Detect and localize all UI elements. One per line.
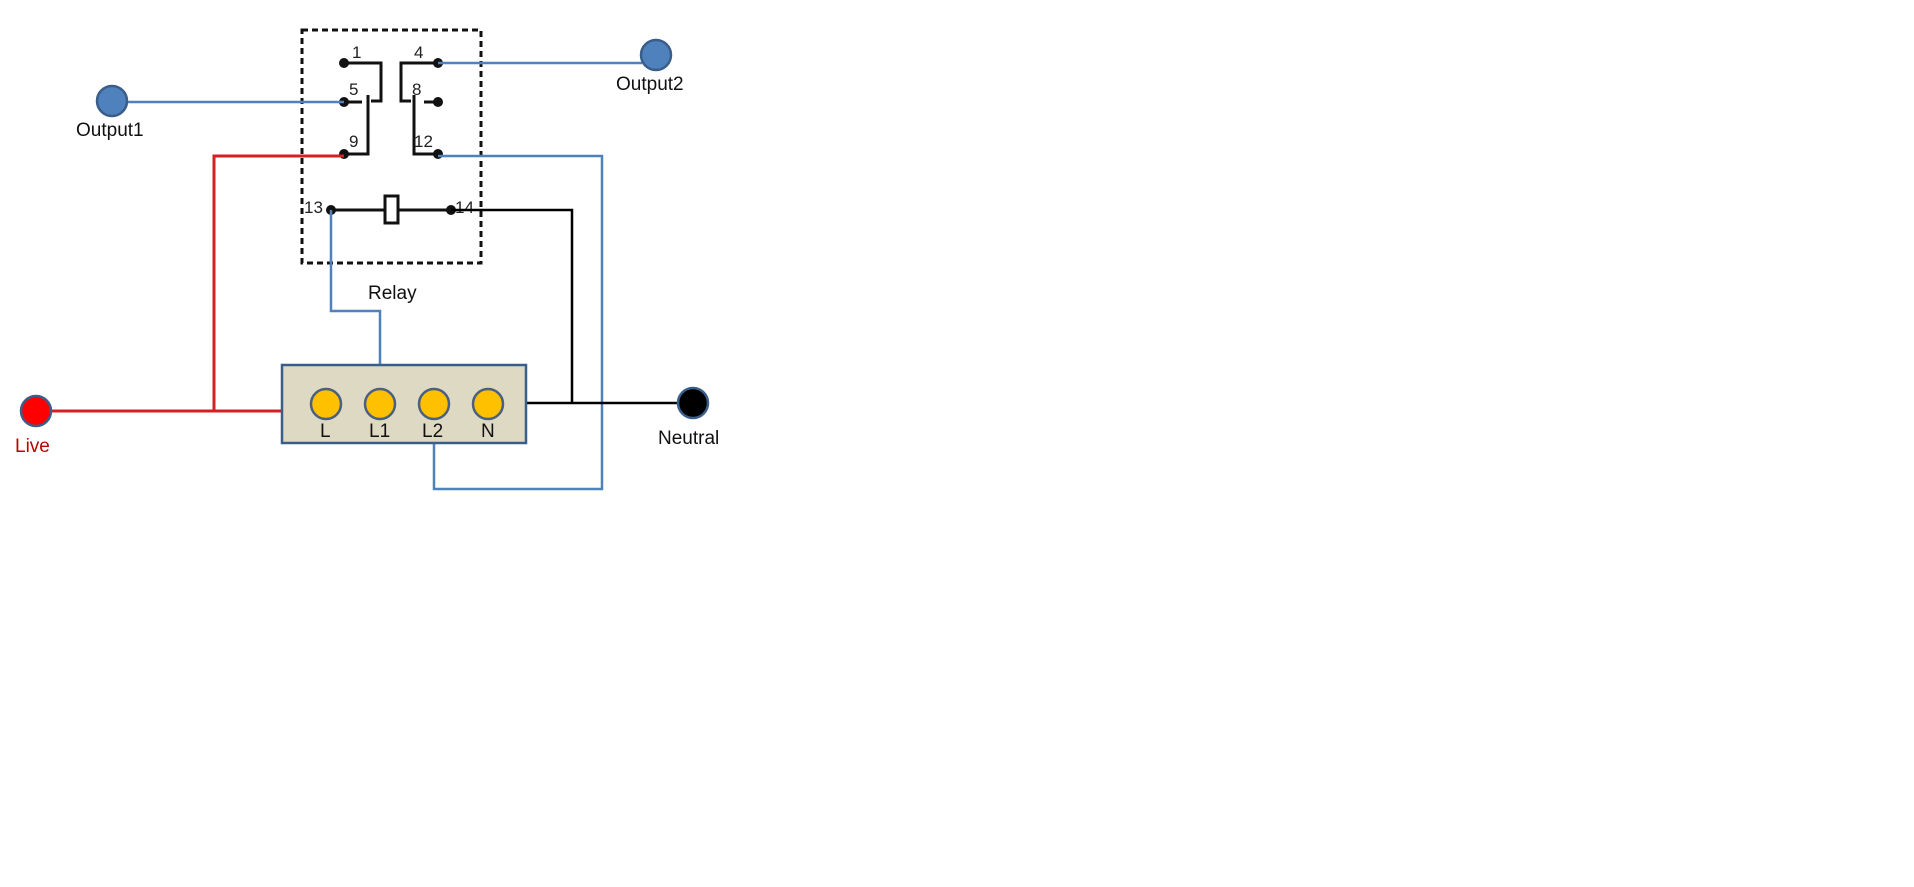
terminal-L2-label: L2 <box>422 421 443 442</box>
live-wires <box>50 154 344 413</box>
pin-1-label: 1 <box>352 43 361 62</box>
terminal-N <box>471 387 505 421</box>
contact-arm-left <box>344 95 370 156</box>
pin12-to-L2-wire <box>432 154 604 491</box>
neutral-wires <box>451 208 678 405</box>
live-label: Live <box>15 436 50 457</box>
relay-enclosure <box>300 28 483 265</box>
terminal-L-label: L <box>320 421 331 442</box>
contact-arm-right <box>412 95 438 156</box>
contact-4-link <box>399 61 438 103</box>
terminal-L1 <box>363 387 397 421</box>
live-node <box>19 394 53 428</box>
pin-8-dot <box>433 97 443 107</box>
pin-9-label: 9 <box>349 132 358 151</box>
pin-13-label: 13 <box>304 198 323 217</box>
pin-12-label: 12 <box>414 132 433 151</box>
coil-symbol <box>383 194 400 225</box>
neutral-label: Neutral <box>658 428 719 449</box>
terminal-L <box>309 387 343 421</box>
output1-label: Output1 <box>76 120 144 141</box>
terminal-block-posts <box>309 387 505 421</box>
relay-contacts <box>331 61 451 212</box>
terminal-N-label: N <box>481 421 495 442</box>
contact-1-link <box>344 61 383 103</box>
output2-node <box>639 38 673 72</box>
relay-pin-dots <box>326 58 456 215</box>
relay-label: Relay <box>368 283 417 304</box>
terminal-L2 <box>417 387 451 421</box>
output2-label: Output2 <box>616 74 684 95</box>
pin-5-label: 5 <box>349 80 358 99</box>
pin-8-label: 8 <box>412 80 421 99</box>
pin-14-label: 14 <box>455 198 474 217</box>
signal-wires <box>126 61 642 491</box>
output1-node <box>95 84 129 118</box>
pin-12-dot <box>433 149 443 159</box>
pin-4-label: 4 <box>414 43 423 62</box>
pin13-to-L1-wire <box>329 210 382 394</box>
pin14-to-neutral-wire <box>451 208 574 403</box>
pin-1-dot <box>339 58 349 68</box>
terminal-L1-label: L1 <box>369 421 390 442</box>
neutral-node <box>676 386 710 420</box>
live-to-pin9-wire <box>212 154 344 411</box>
